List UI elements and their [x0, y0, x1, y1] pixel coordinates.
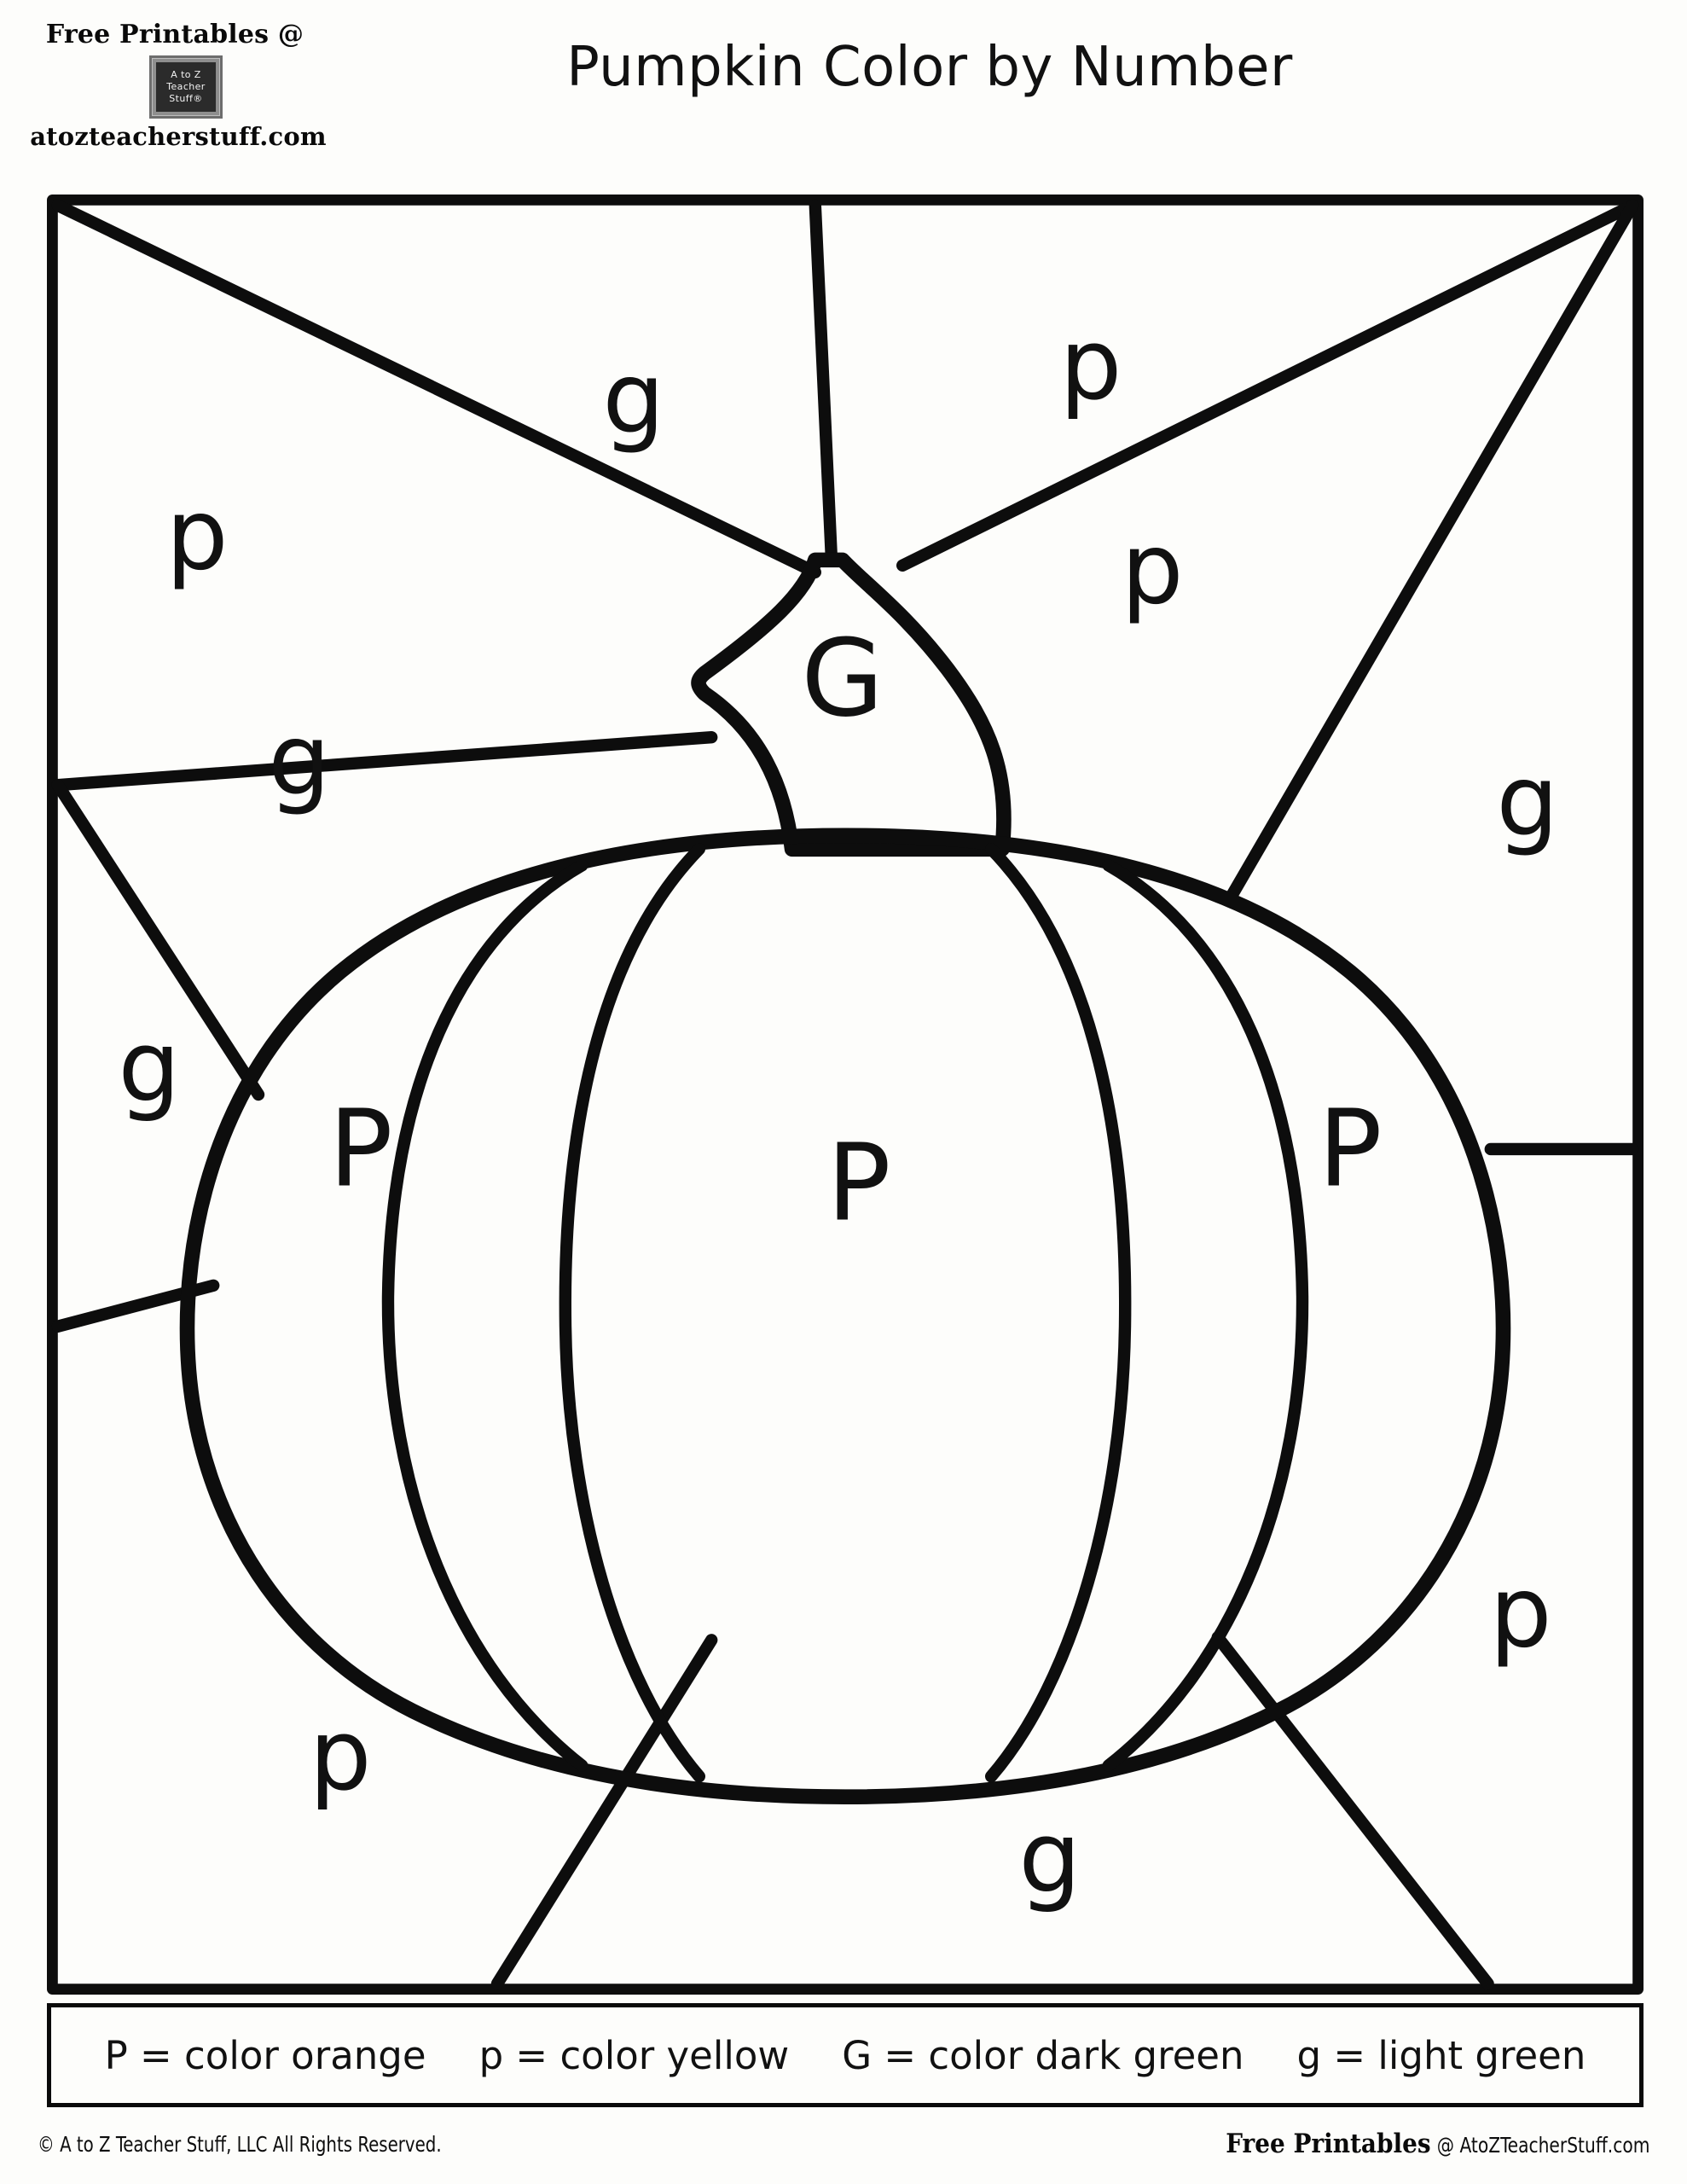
copyright-text: © A to Z Teacher Stuff, LLC All Rights R…	[38, 2131, 442, 2157]
region-letter-pumpkin-lobe-left: P	[328, 1087, 392, 1211]
footer-brand-group: Free Printables @ AtoZTeacherStuff.com	[1226, 2129, 1649, 2159]
region-letter-pumpkin-lobe-center: P	[826, 1121, 890, 1245]
region-letter-bg-left-lower: g	[118, 1010, 180, 1124]
divider-bottom-right	[1211, 1631, 1494, 1990]
pumpkin-rib-center-right	[985, 843, 1132, 1783]
region-letter-bg-right-upper: p	[1121, 513, 1183, 627]
pumpkin-outline	[179, 828, 1511, 1805]
region-letter-bg-right-mid: g	[1496, 744, 1558, 858]
footer-brand-label: Free Printables	[1225, 2129, 1431, 2159]
chalkboard-inner: A to Z Teacher Stuff®	[156, 62, 216, 112]
color-key-item-p: p = color yellow	[478, 2032, 790, 2078]
divider-left-to-stem	[51, 731, 718, 792]
brand-tagline: Free Printables @	[45, 20, 304, 49]
chalkboard-logo-icon: A to Z Teacher Stuff®	[149, 55, 223, 119]
page-title: Pumpkin Color by Number	[566, 36, 1293, 99]
pumpkin-rib-left	[381, 859, 588, 1772]
region-letter-bg-bottom-right: p	[1489, 1555, 1551, 1670]
logo-line-1: A to Z	[171, 69, 201, 81]
region-letter-bg-left-upper: p	[165, 479, 228, 593]
page-footer: © A to Z Teacher Stuff, LLC All Rights R…	[0, 2123, 1687, 2165]
region-letter-bg-bottom-center: g	[1018, 1801, 1081, 1915]
brand-header: Free Printables @ A to Z Teacher Stuff® …	[24, 20, 348, 151]
region-letter-pumpkin-stem: G	[801, 617, 884, 741]
region-letters: g p p p g g g p g p G P P P	[118, 308, 1558, 1915]
divider-left-wedge	[51, 778, 265, 1101]
region-letter-bg-top-left-upper: g	[602, 342, 664, 456]
brand-website: atozteacherstuff.com	[30, 122, 327, 151]
region-letter-bg-bottom-left: p	[309, 1699, 371, 1813]
color-key-row: P = color orange p = color yellow G = co…	[105, 2033, 1586, 2078]
divider-bottom-left	[490, 1634, 718, 1990]
puzzle-svg: g p p p g g g p g p G P P P	[47, 195, 1644, 1995]
pumpkin-stem-outline	[691, 552, 1012, 857]
divider-tl-diagonal	[51, 199, 822, 578]
logo-wrap: A to Z Teacher Stuff®	[24, 55, 348, 119]
pumpkin-rib-right	[1102, 859, 1309, 1772]
divider-tr-a	[896, 199, 1639, 572]
region-letter-bg-left-mid: g	[268, 703, 330, 817]
color-key-item-P: P = color orange	[104, 2032, 426, 2078]
logo-line-2: Teacher	[166, 81, 206, 93]
color-key-item-g: g = light green	[1296, 2032, 1586, 2078]
pumpkin-rib-center-left	[559, 843, 706, 1783]
region-letter-pumpkin-lobe-right: P	[1318, 1087, 1382, 1211]
region-letter-bg-top-right-upper: p	[1059, 308, 1122, 422]
footer-url-label: @ AtoZTeacherStuff.com	[1436, 2133, 1649, 2158]
divider-tr-b	[1222, 199, 1639, 908]
logo-line-3: Stuff®	[169, 92, 203, 104]
puzzle-frame	[47, 195, 1644, 1995]
coloring-puzzle: g p p p g g g p g p G P P P	[47, 195, 1644, 1995]
color-key-box: P = color orange p = color yellow G = co…	[47, 2003, 1644, 2107]
color-key-item-G: G = color dark green	[842, 2032, 1244, 2078]
divider-top-vertical	[809, 199, 838, 566]
